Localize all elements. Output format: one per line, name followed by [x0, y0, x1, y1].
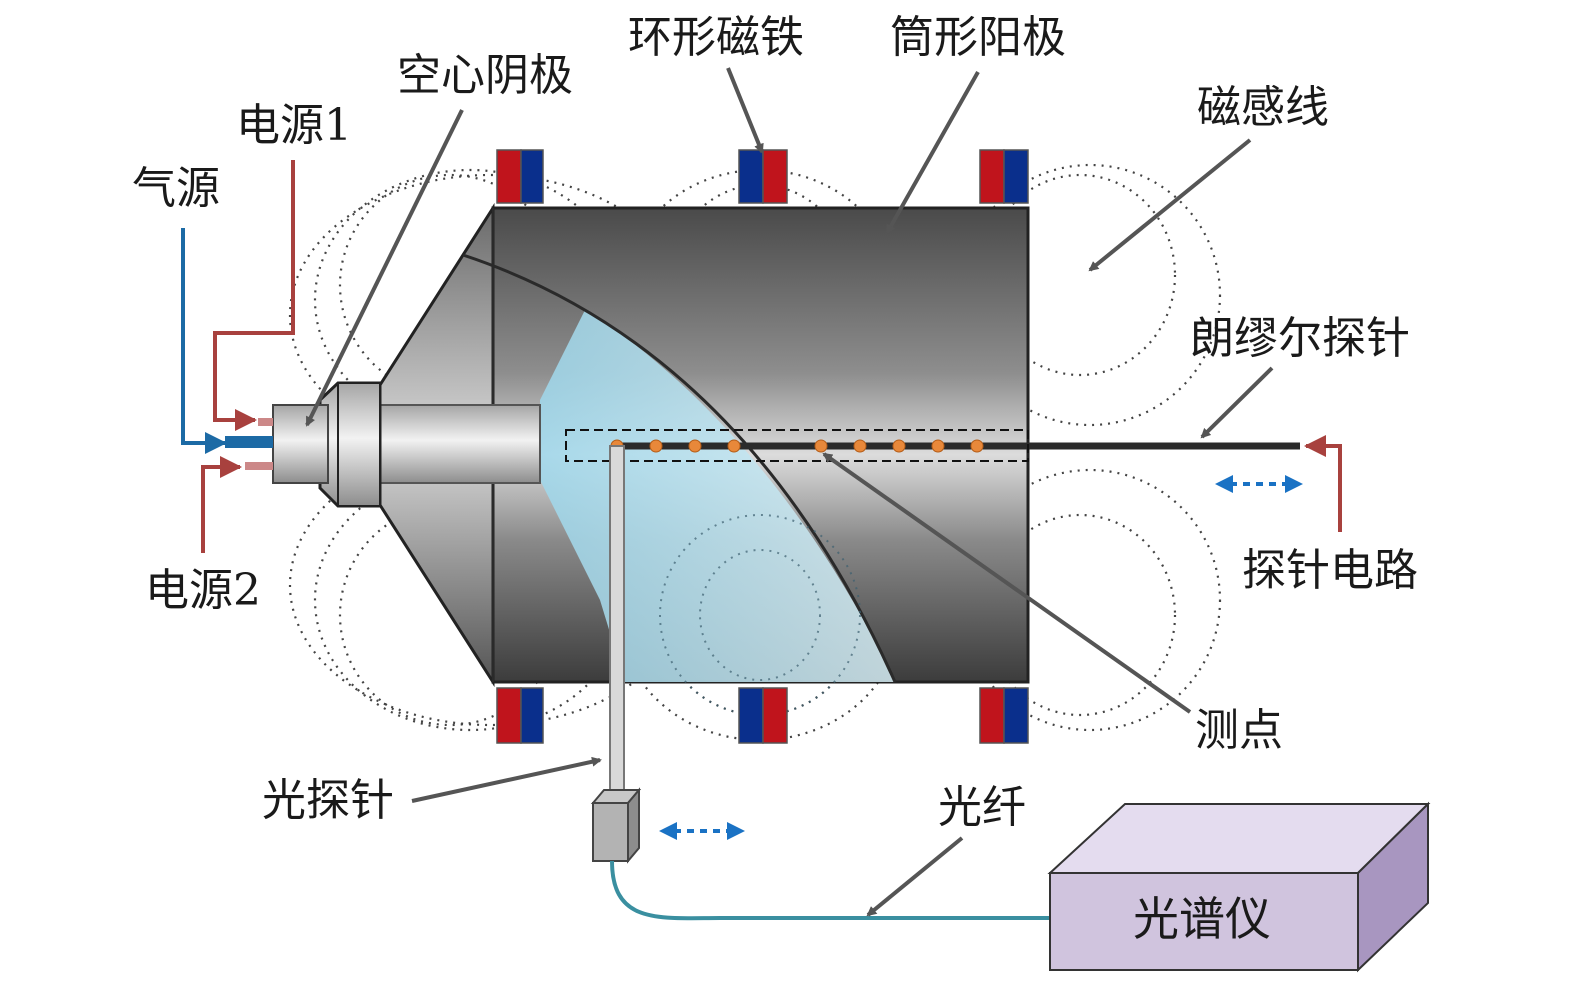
connector-block — [272, 404, 329, 484]
measuring-point-dot — [688, 439, 702, 453]
power-pin-2 — [245, 462, 273, 470]
measuring-point-dot — [970, 439, 984, 453]
label-gas-source: 气源 — [132, 163, 220, 214]
power-1-line — [213, 160, 295, 431]
measurement-zone-box — [565, 429, 1029, 462]
label-spectrometer: 光谱仪 — [1133, 892, 1271, 946]
measuring-point-dot — [649, 439, 663, 453]
label-cylindrical-anode: 筒形阳极 — [890, 12, 1066, 63]
ring-magnets-top — [496, 149, 1029, 204]
label-measuring-point: 测点 — [1195, 705, 1283, 756]
label-hollow-cathode: 空心阴极 — [397, 50, 573, 101]
probe-circuit-line — [1304, 435, 1342, 532]
measuring-point-dot — [814, 439, 828, 453]
plasma-region — [540, 310, 895, 682]
probe-motion-arrow-icon — [1215, 475, 1303, 493]
label-probe-circuit: 探针电路 — [1242, 545, 1418, 596]
anode-section-curve — [462, 253, 897, 683]
hex-nut-body — [337, 382, 381, 507]
gas-inlet-pipe — [225, 436, 273, 448]
measuring-point-dot — [892, 439, 906, 453]
hollow-cathode-tube — [379, 404, 541, 484]
label-langmuir-probe: 朗缪尔探针 — [1190, 313, 1410, 364]
label-magnetic-field-lines: 磁感线 — [1197, 82, 1329, 133]
gas-source-line — [181, 228, 227, 454]
power-pin-1 — [258, 418, 273, 426]
optical-motion-arrow-icon — [659, 822, 745, 840]
power-2-line — [201, 456, 242, 553]
inner-field-lines — [659, 514, 861, 716]
leader-arrows — [305, 67, 1274, 917]
label-optical-fiber: 光纤 — [938, 782, 1026, 833]
label-power-supply-1: 电源1 — [236, 100, 352, 151]
spectrometer — [1047, 801, 1431, 973]
optical-probe-housing — [590, 787, 642, 864]
ring-magnets-bottom — [496, 687, 1029, 744]
label-ring-magnet: 环形磁铁 — [628, 12, 804, 63]
label-power-supply-2: 电源2 — [145, 565, 261, 616]
label-optical-probe: 光探针 — [262, 775, 394, 826]
measuring-point-dot — [853, 439, 867, 453]
optical-fiber — [610, 860, 1050, 921]
measuring-point-dot — [931, 439, 945, 453]
optical-probe-rod — [609, 445, 625, 792]
measuring-point-dot — [727, 439, 741, 453]
